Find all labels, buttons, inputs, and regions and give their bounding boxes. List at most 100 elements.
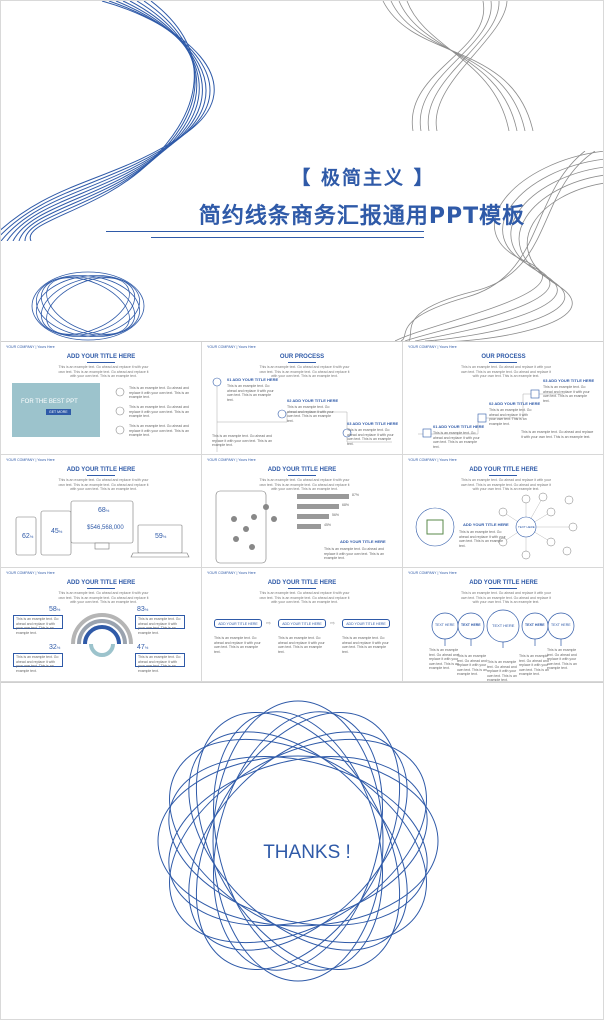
slide-thumbnail-8[interactable]: YOUR COMPANY | Yours Here ADD YOUR TITLE… — [202, 568, 403, 682]
network-hub-diagram — [415, 492, 578, 560]
circle-icon-2 — [115, 406, 125, 416]
step-2-text: This is an example text. Go ahead and re… — [489, 408, 532, 426]
slide-thumbnail-3[interactable]: YOUR COMPANY | Yours Here OUR PROCESS Th… — [403, 342, 603, 455]
cover-title-rule — [106, 231, 424, 232]
pill-1-text: This is an example text. Go ahead and re… — [214, 636, 261, 654]
section-label: ADD YOUR TITLE HERE — [340, 539, 386, 544]
slide-subtitle: This is an example text. Go ahead and re… — [58, 478, 149, 491]
text-box-1: This is an example text. Go ahead and re… — [13, 615, 63, 635]
pin-circle-row — [431, 609, 575, 648]
slide-thumbnail-6[interactable]: YOUR COMPANY | Yours Here ADD YOUR TITLE… — [403, 455, 603, 568]
staircase-path — [418, 389, 563, 438]
circle-text-2: This is an example text. Go ahead and re… — [457, 654, 487, 676]
item-text: This is an example text. Go ahead and re… — [129, 405, 190, 418]
step-2-label: 02 ADD YOUR TITLE HERE — [287, 398, 339, 403]
circle-label-4: TEXT HERE — [525, 623, 545, 627]
step-3-text: This is an example text. Go ahead and re… — [543, 385, 590, 403]
title-underline — [489, 588, 517, 589]
slide-title: ADD YOUR TITLE HERE — [267, 467, 337, 473]
circle-text-5: This is an example text. Go ahead and re… — [547, 648, 577, 670]
blue-wreath-swirl-large — [157, 700, 439, 982]
hub-label: TEXT HERE — [518, 525, 535, 529]
monitor-percent: 68% — [98, 507, 110, 514]
slide-thumbnail-9[interactable]: YOUR COMPANY | Yours Here ADD YOUR TITLE… — [403, 568, 603, 682]
bar-label-3: 56% — [332, 513, 340, 517]
slide-title: ADD YOUR TITLE HERE — [267, 580, 337, 586]
panel-button: GET MORE — [46, 409, 71, 415]
slide-thumbnail-2[interactable]: YOUR COMPANY | Yours Here OUR PROCESS Th… — [202, 342, 403, 455]
cover-title-rule-short — [151, 237, 424, 238]
circle-label-3: TEXT HERE — [492, 623, 515, 628]
step-footer-text: This is an example text. Go ahead and re… — [521, 430, 594, 439]
thanks-text: THANKS ! — [263, 842, 351, 863]
percent-47: 47% — [137, 644, 149, 651]
step-2-text: This is an example text. Go ahead and re… — [287, 405, 334, 423]
section-text: This is an example text. Go ahead and re… — [324, 547, 385, 560]
slide-header: YOUR COMPANY | Yours Here — [207, 571, 256, 575]
percent-83: 83% — [137, 606, 149, 613]
slide-thumbnail-5[interactable]: YOUR COMPANY | Yours Here ADD YOUR TITLE… — [202, 455, 403, 568]
process-pill-2: ADD YOUR TITLE HERE — [278, 619, 326, 628]
slide-header: YOUR COMPANY | Yours Here — [408, 458, 457, 462]
slide-subtitle: This is an example text. Go ahead and re… — [259, 591, 350, 604]
slide-header: YOUR COMPANY | Yours Here — [207, 345, 256, 349]
slide-subtitle: This is an example text. Go ahead and re… — [460, 365, 552, 378]
title-underline — [489, 475, 517, 476]
text-box-2: This is an example text. Go ahead and re… — [135, 615, 185, 635]
step-3-label: 03 ADD YOUR TITLE HERE — [543, 378, 595, 383]
bar-label-2: 68% — [342, 503, 350, 507]
step-1-label: 01 ADD YOUR TITLE HERE — [433, 424, 485, 429]
circle-text-3: This is an example text. Go ahead and re… — [487, 660, 517, 682]
title-underline — [288, 362, 316, 363]
slide-header: YOUR COMPANY | Yours Here — [408, 345, 457, 349]
circle-text-4: This is an example text. Go ahead and re… — [519, 654, 549, 676]
slide-title: OUR PROCESS — [279, 354, 325, 360]
closing-slide: THANKS ! — [1, 681, 603, 1019]
slide-title: ADD YOUR TITLE HERE — [66, 467, 136, 473]
title-underline — [489, 362, 517, 363]
slide-header: YOUR COMPANY | Yours Here — [408, 571, 457, 575]
blue-helix-swirl-top — [1, 1, 215, 241]
arrow-icon: ⇨ — [330, 621, 336, 627]
step-2-label: 02 ADD YOUR TITLE HERE — [489, 401, 541, 406]
title-underline — [87, 588, 115, 589]
step-3-text: This is an example text. Go ahead and re… — [347, 428, 394, 446]
tablet-percent: 45% — [51, 528, 63, 535]
slide-title: ADD YOUR TITLE HERE — [66, 354, 136, 360]
title-underline — [87, 475, 115, 476]
device-mockups — [15, 500, 190, 558]
slide-title: OUR PROCESS — [481, 354, 526, 360]
section-text: This is an example text. Go ahead and re… — [459, 530, 506, 548]
tablet-with-icons — [215, 490, 277, 564]
slide-subtitle: This is an example text. Go ahead and re… — [460, 591, 552, 604]
gray-helix-swirl-top-right — [382, 1, 534, 131]
slide-header: YOUR COMPANY | Yours Here — [6, 458, 55, 462]
bar-label-4: 45% — [324, 523, 332, 527]
monitor-money: $546,568,000 — [87, 525, 124, 531]
step-footer-text: This is an example text. Go ahead and re… — [212, 434, 273, 447]
step-1-text: This is an example text. Go ahead and re… — [433, 431, 480, 449]
slide-subtitle: This is an example text. Go ahead and re… — [259, 365, 350, 378]
slide-thumbnail-7[interactable]: YOUR COMPANY | Yours Here ADD YOUR TITLE… — [1, 568, 202, 682]
arrow-icon: ⇨ — [266, 621, 272, 627]
pill-3-text: This is an example text. Go ahead and re… — [342, 636, 389, 654]
step-1-text: This is an example text. Go ahead and re… — [227, 384, 274, 402]
circle-label-5: TEXT HERE — [551, 623, 571, 627]
slide-title: ADD YOUR TITLE HERE — [469, 467, 538, 473]
title-underline — [288, 588, 316, 589]
circle-label-1: TEXT HERE — [435, 623, 455, 627]
slide-thumbnail-1[interactable]: YOUR COMPANY | Yours Here ADD YOUR TITLE… — [1, 342, 202, 455]
teal-feature-panel: FOR THE BEST PPT GET MORE — [12, 383, 100, 437]
slide-header: YOUR COMPANY | Yours Here — [6, 571, 55, 575]
slide-header: YOUR COMPANY | Yours Here — [6, 345, 55, 349]
concentric-arc-chart — [71, 613, 133, 657]
bar-chart — [297, 494, 349, 529]
slide-subtitle: This is an example text. Go ahead and re… — [58, 591, 149, 604]
slide-thumbnail-4[interactable]: YOUR COMPANY | Yours Here ADD YOUR TITLE… — [1, 455, 202, 568]
section-label: ADD YOUR TITLE HERE — [463, 522, 509, 527]
slide-thumbnail-grid: YOUR COMPANY | Yours Here ADD YOUR TITLE… — [1, 341, 603, 683]
item-text: This is an example text. Go ahead and re… — [129, 424, 190, 437]
percent-32: 32% — [49, 644, 61, 651]
circle-icon-3 — [115, 425, 125, 435]
